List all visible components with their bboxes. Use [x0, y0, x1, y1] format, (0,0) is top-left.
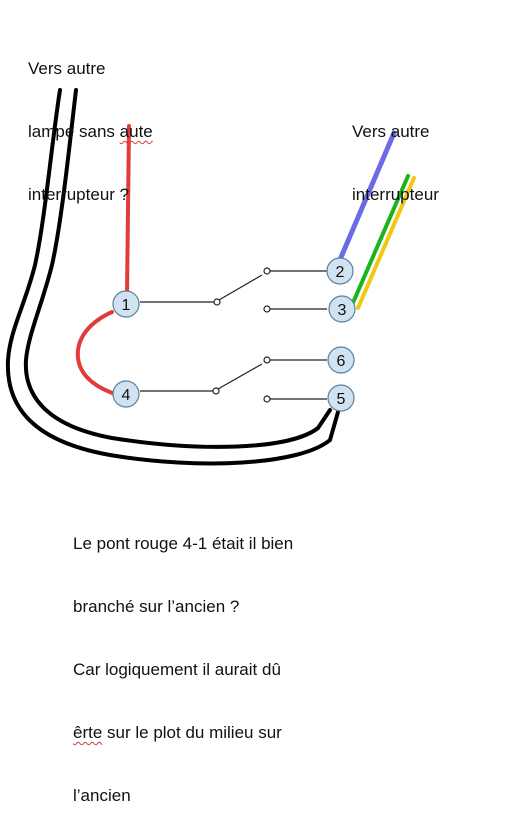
terminal-2: 2 [326, 257, 354, 285]
red-wire-to-terminal-1 [125, 124, 131, 295]
yellow-wire [356, 176, 416, 310]
spdt-switch-icon [140, 267, 327, 313]
terminal-6-label: 6 [337, 353, 346, 370]
label-other-switch: Vers autre interrupteur [352, 79, 439, 226]
question-note-line-1: Le pont rouge 4-1 était il bien [73, 534, 294, 553]
label-other-lamp-line-1: Vers autre [28, 59, 106, 78]
question-note-line-5: l’ancien [73, 786, 131, 805]
black-cable-inner [23, 88, 332, 449]
green-wire [350, 174, 410, 307]
label-other-lamp-line-3: interrupteur ? [28, 184, 153, 205]
terminal-5-label: 5 [337, 391, 346, 408]
black-cable-outer [5, 88, 340, 466]
blue-wire [336, 130, 397, 265]
wiring-diagram: 1 2 3 4 6 5 [5, 88, 416, 466]
label-other-lamp-line-2a: lampe sans [28, 122, 120, 141]
label-other-switch-line-1: Vers autre [352, 122, 430, 141]
switch-upper-pivot [213, 298, 221, 306]
switch-upper-blade [218, 274, 263, 301]
question-note-line-4b: sur le plot du milieu sur [102, 723, 282, 742]
switch-lower-pivot [212, 387, 220, 395]
terminal-2-label: 2 [336, 264, 345, 281]
terminal-1-label: 1 [122, 297, 131, 314]
switch-lower-contact-top [263, 356, 271, 364]
question-note-line-2: branché sur l’ancien ? [73, 597, 240, 616]
switch-lower-blade [217, 363, 263, 390]
terminal-4-label: 4 [122, 387, 131, 404]
red-bridge-4-1 [75, 310, 120, 397]
label-other-lamp-line-2: lampe sans aute [28, 121, 153, 142]
terminal-3-label: 3 [338, 302, 347, 319]
label-other-lamp-line-3b: ? [114, 185, 130, 204]
switch-lower-contact-bottom [263, 395, 271, 403]
label-other-lamp-line-3a: interrupteur [28, 185, 115, 204]
question-note: Le pont rouge 4-1 était il bien branché … [73, 491, 293, 827]
terminal-6: 6 [327, 346, 355, 374]
terminal-3: 3 [328, 295, 356, 323]
question-note-misspelled-word: êrte [73, 723, 103, 742]
terminal-4: 4 [112, 380, 140, 408]
terminal-1: 1 [112, 290, 140, 318]
spdt-switch-icon [140, 356, 327, 403]
label-other-lamp: Vers autre lampe sans aute interrupteur … [28, 16, 153, 226]
label-other-lamp-misspelled-word: aute [119, 122, 153, 141]
switch-upper-contact-bottom [263, 305, 271, 313]
question-note-line-4: êrte sur le plot du milieu sur [73, 722, 293, 743]
question-note-line-3: Car logiquement il aurait dû [73, 660, 281, 679]
terminal-5: 5 [327, 384, 355, 412]
label-other-switch-line-2: interrupteur [352, 185, 439, 204]
switch-upper-contact-top [263, 267, 271, 275]
